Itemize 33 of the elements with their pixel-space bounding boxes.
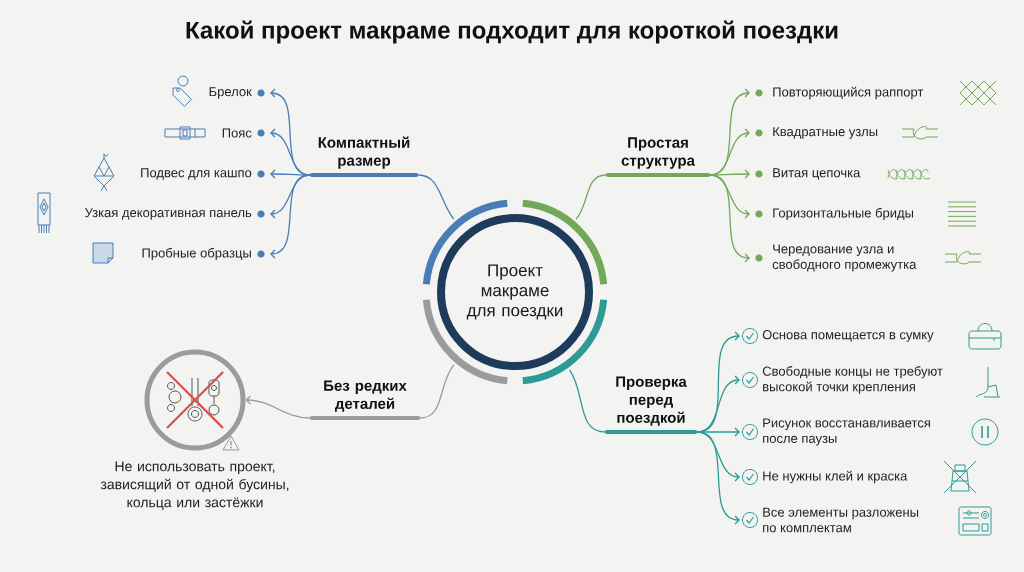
node-label: Не нужны клей и краска [763,470,908,484]
list-item: Рисунок восстанавливается после паузы [742,418,930,446]
list-item: Подвес для кашпо [141,168,265,180]
node-label: Пояс [222,128,252,138]
node-label: Витая цепочка [773,168,861,180]
list-item: Повторяющийся раппорт [755,86,924,100]
title: Какой проект макраме подходит для короткой поездки [186,20,838,44]
list-item: Все элементы разложены по комплектам [742,507,919,533]
list-item: Не нужны клей и краска [742,469,908,485]
connector [417,174,455,220]
node-label: Основа помещается в сумку [762,330,934,342]
connector [696,431,740,525]
list-item: Брелок [209,87,265,99]
list-item: Пояс [222,128,265,138]
list-item: Пробные образцы [142,247,265,261]
list-item: Витая цепочка [755,168,861,180]
list-item: Узкая декоративная панель [84,208,265,220]
connector [568,369,606,433]
node-label: Брелок [209,87,252,99]
branch-label: Компактный размер [309,136,419,177]
branch-label: Простая структура [605,137,711,177]
list-item: Квадратные узлы [755,127,878,139]
connector [419,364,455,419]
list-item: Свободные концы не требуют высокой точки крепления [742,366,943,394]
list-item: Чередование узла и свободного промежутка [755,244,917,272]
connector [575,174,607,220]
connector [245,395,311,419]
connector [270,174,311,259]
prohibition-circle [144,349,246,451]
list-item: Основа помещается в сумку [742,328,934,344]
caption-text: Не использовать проект, зависящий от одной бусины, кольца или застёжки [100,461,289,510]
branch-label: Без редких деталей [309,380,421,420]
list-item: Горизонтальные бриды [755,207,913,221]
